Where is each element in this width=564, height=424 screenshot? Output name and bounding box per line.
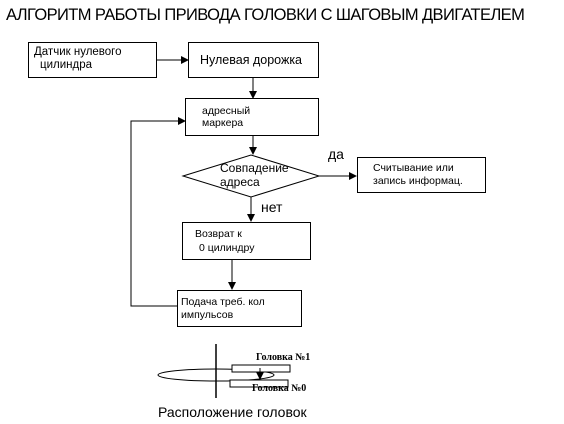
marker-box-line1: адресный <box>202 105 251 117</box>
diagram-title: АЛГОРИТМ РАБОТЫ ПРИВОДА ГОЛОВКИ С ШАГОВЫ… <box>6 6 525 24</box>
read-write-line1: Считывание или <box>373 162 454 174</box>
return-zero-line2: 0 цилиндру <box>199 242 255 254</box>
return-zero-box: Возврат к 0 цилиндру <box>182 222 311 260</box>
read-write-line2: запись информац. <box>373 175 463 187</box>
marker-box-line2: маркера <box>202 117 244 129</box>
read-write-box: Считывание или запись информац. <box>357 157 486 193</box>
decision-text-line1: Совпадение <box>220 161 289 175</box>
edge-label-no: нет <box>261 199 283 215</box>
head-1-label: Головка №1 <box>256 352 311 363</box>
head-1-box <box>231 364 291 373</box>
loop-back-arrow <box>130 117 186 307</box>
zero-track-box: Нулевая дорожка <box>188 42 319 78</box>
sensor-box: Датчик нулевого цилиндра <box>28 42 157 78</box>
marker-box: адресный маркера <box>185 98 319 136</box>
edge-label-yes: да <box>328 146 344 162</box>
return-zero-line1: Возврат к <box>195 228 242 240</box>
head-0-box <box>229 379 289 388</box>
pulses-line1: Подача треб. кол <box>181 296 265 308</box>
decision-text: Совпадение адреса <box>220 161 289 189</box>
sensor-box-line1: Датчик нулевого <box>34 46 122 58</box>
sensor-box-line2: цилиндра <box>40 59 92 71</box>
head-0-label: Головка №0 <box>252 383 307 394</box>
disk-platter <box>157 368 275 382</box>
decision-text-line2: адреса <box>220 175 260 189</box>
pulses-box: Подача треб. кол импульсов <box>177 290 302 327</box>
heads-caption: Расположение головок <box>158 404 307 420</box>
pulses-line2: импульсов <box>181 309 234 321</box>
head-positions-illustration <box>157 344 291 398</box>
zero-track-label: Нулевая дорожка <box>200 53 303 67</box>
